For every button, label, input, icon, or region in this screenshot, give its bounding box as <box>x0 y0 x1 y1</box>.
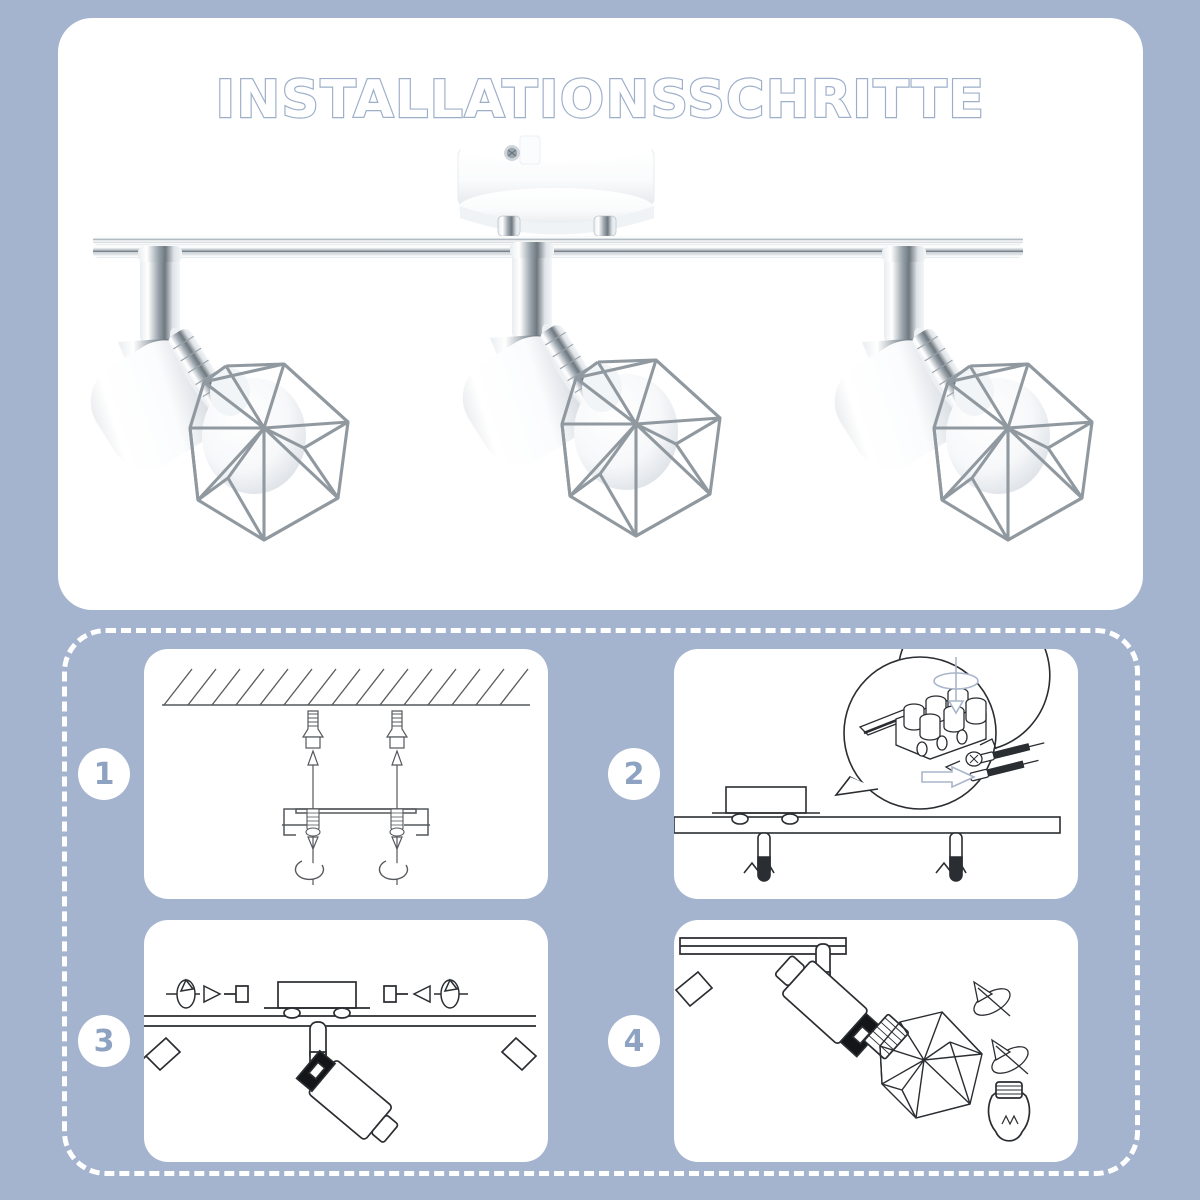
step-panel-1 <box>144 649 548 899</box>
screw <box>305 808 405 837</box>
rotate-arrow <box>440 978 460 1009</box>
wire-lead <box>944 738 1045 782</box>
spot-arm <box>882 246 926 342</box>
spot-head <box>295 1049 399 1143</box>
step-badge-4: 4 <box>608 1015 660 1067</box>
rotate-arrow <box>973 980 1029 1075</box>
down-arrow <box>933 657 979 715</box>
step-panel-2 <box>674 649 1078 899</box>
wall-anchor <box>301 710 409 749</box>
decorative-nut <box>383 985 408 1003</box>
up-arrow <box>307 749 403 809</box>
step-3: 3 <box>78 912 548 1170</box>
chrome-rail <box>93 236 1023 258</box>
terminal-block <box>858 687 987 760</box>
geometric-wire-cage-shade <box>932 362 1094 542</box>
steps-dashed-frame <box>62 628 1140 1176</box>
decorative-nut <box>144 1036 182 1072</box>
decorative-nut <box>224 985 249 1003</box>
spot-assembly-2 <box>462 242 722 538</box>
left-arrow <box>921 765 976 789</box>
step-4: 4 <box>608 912 1078 1170</box>
geometric-wire-cage-shade <box>560 358 722 538</box>
junction-box <box>264 981 370 1019</box>
ceiling-hatching <box>163 668 529 706</box>
spot-arm <box>510 242 554 338</box>
step-badge-1: 1 <box>78 748 130 800</box>
step-2: 2 <box>608 640 1078 908</box>
spot-assembly-1 <box>90 246 350 542</box>
screw <box>743 832 967 882</box>
geometric-wire-cage-shade <box>188 362 350 542</box>
rotate-arrow <box>176 978 196 1009</box>
ceiling-mount-plate <box>457 129 655 237</box>
mounting-bracket <box>282 808 430 836</box>
hero-card: INSTALLATIONSSCHRITTE <box>58 18 1143 610</box>
decorative-nut <box>500 1036 538 1072</box>
step-1: 1 <box>78 640 548 908</box>
wire-cage-shade <box>879 1011 983 1119</box>
junction-box <box>712 786 820 825</box>
decorative-nut <box>674 970 714 1008</box>
light-bulb <box>946 368 1050 494</box>
rotate-arrow <box>294 836 409 885</box>
steps-grid: 1 <box>62 628 1140 1176</box>
product-illustration <box>58 128 1143 608</box>
light-bulb <box>987 1081 1031 1142</box>
step-panel-4 <box>674 920 1078 1162</box>
spot-assembly-3 <box>834 246 1094 542</box>
step-badge-2: 2 <box>608 748 660 800</box>
spot-head <box>774 955 884 1058</box>
step-panel-3 <box>144 920 548 1162</box>
spot-arm <box>138 246 182 342</box>
light-bulb <box>574 364 678 490</box>
page-title: INSTALLATIONSSCHRITTE <box>214 69 986 131</box>
step-badge-3: 3 <box>78 1015 130 1067</box>
light-bulb <box>202 368 306 494</box>
ceiling-plate <box>674 816 1061 834</box>
